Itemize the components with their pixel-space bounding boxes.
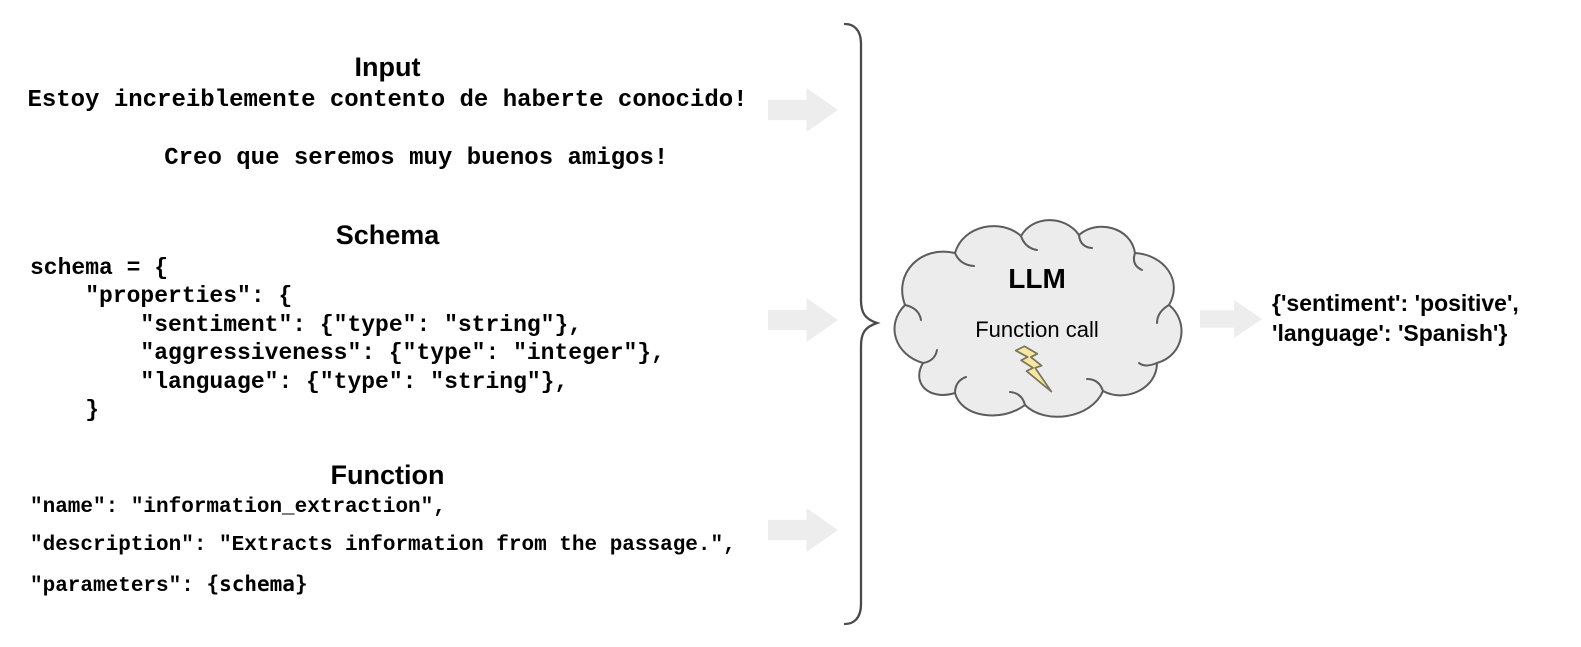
function-section-title: Function: [330, 460, 445, 490]
input-text-line1: Estoy increiblemente contento de haberte…: [27, 87, 748, 114]
output-arrow-icon: [1200, 300, 1262, 338]
cloud-bump-notches: [904, 234, 1170, 406]
schema-code-block: schema = { "properties": { "sentiment": …: [30, 255, 665, 424]
function-name-line: "name": "information_extraction",: [30, 496, 446, 519]
input-text: Estoy increiblemente contento de haberte…: [0, 86, 775, 202]
lightning-bolt-icon: [1014, 345, 1053, 393]
curly-brace-right-icon: [843, 22, 881, 626]
function-arrow-icon: [768, 508, 838, 552]
schema-arrow-icon: [768, 298, 838, 342]
input-text-line2: Creo que seremos muy buenos amigos!: [164, 145, 669, 172]
function-parameters-line: "parameters": {schema}: [30, 573, 308, 598]
schema-section-title: Schema: [335, 220, 440, 250]
output-result-line1: {'sentiment': 'positive',: [1272, 290, 1519, 316]
schema-reference: {schema}: [206, 572, 308, 596]
output-result-line2: 'language': 'Spanish'}: [1272, 320, 1508, 346]
function-parameters-prefix: "parameters":: [30, 575, 207, 598]
function-call-label: Function call: [975, 317, 1099, 342]
input-arrow-icon: [768, 88, 838, 132]
llm-label: LLM: [1008, 263, 1066, 294]
input-section-title: Input: [354, 52, 421, 82]
output-result: {'sentiment': 'positive', 'language': 'S…: [1272, 288, 1572, 348]
llm-cloud-shape: [893, 219, 1183, 418]
function-description-line: "description": "Extracts information fro…: [30, 534, 736, 557]
